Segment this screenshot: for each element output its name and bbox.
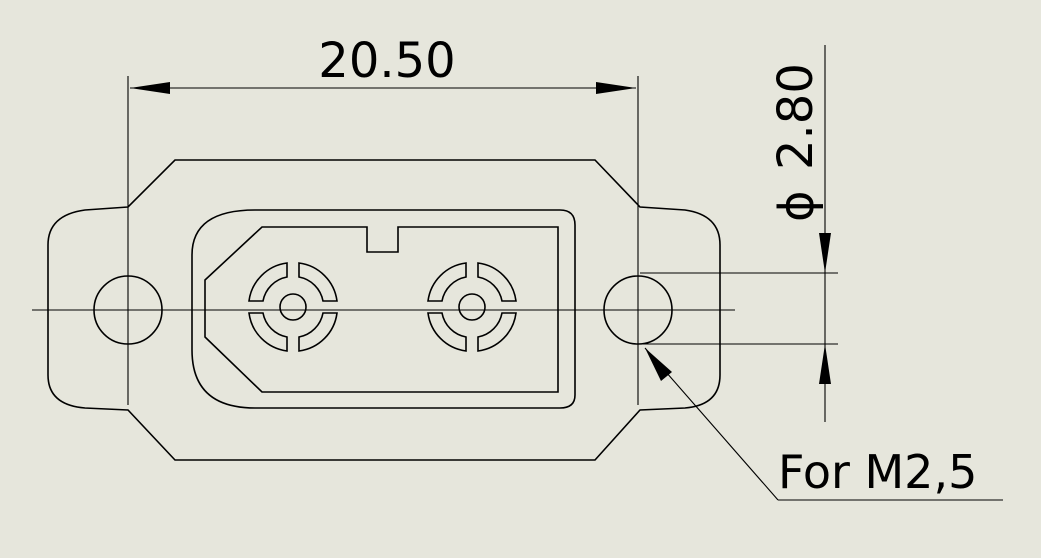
- width-dimension-label: 20.50: [318, 33, 455, 89]
- left-contact-segment-tr: [298, 262, 338, 302]
- left-contact-segment-bl: [248, 312, 288, 352]
- right-contact-segment-bl: [427, 312, 467, 352]
- centerlines: [32, 205, 735, 405]
- left-contact-center-pin: [279, 293, 307, 321]
- diameter-symbol: ϕ: [769, 190, 825, 222]
- right-contact-segment-tr: [477, 262, 517, 302]
- diameter-dimension-label: 2.80: [768, 63, 824, 170]
- width-arrow-left: [130, 82, 170, 94]
- diameter-arrow-top: [819, 233, 831, 273]
- right-contact-center-pin: [458, 293, 486, 321]
- right-contact-segment-tl: [427, 262, 467, 302]
- left-mounting-hole: [93, 275, 163, 345]
- left-contact-segment-tl: [248, 262, 288, 302]
- housing-inner-outline: [204, 226, 559, 393]
- left-contact: [248, 262, 338, 352]
- flange-outline: [47, 159, 721, 461]
- diameter-dimension: 2.80 ϕ: [640, 45, 838, 422]
- right-contact-segment-br: [477, 312, 517, 352]
- right-contact: [427, 262, 517, 352]
- housing-outer-outline: [191, 209, 576, 409]
- right-mounting-hole: [603, 275, 673, 345]
- leader-note: For M2,5: [644, 347, 1003, 501]
- leader-note-text: For M2,5: [778, 445, 977, 499]
- diameter-arrow-bottom: [819, 344, 831, 384]
- width-dimension: 20.50: [127, 33, 639, 205]
- width-arrow-right: [596, 82, 636, 94]
- leader-arrowhead: [645, 348, 672, 381]
- left-contact-segment-br: [298, 312, 338, 352]
